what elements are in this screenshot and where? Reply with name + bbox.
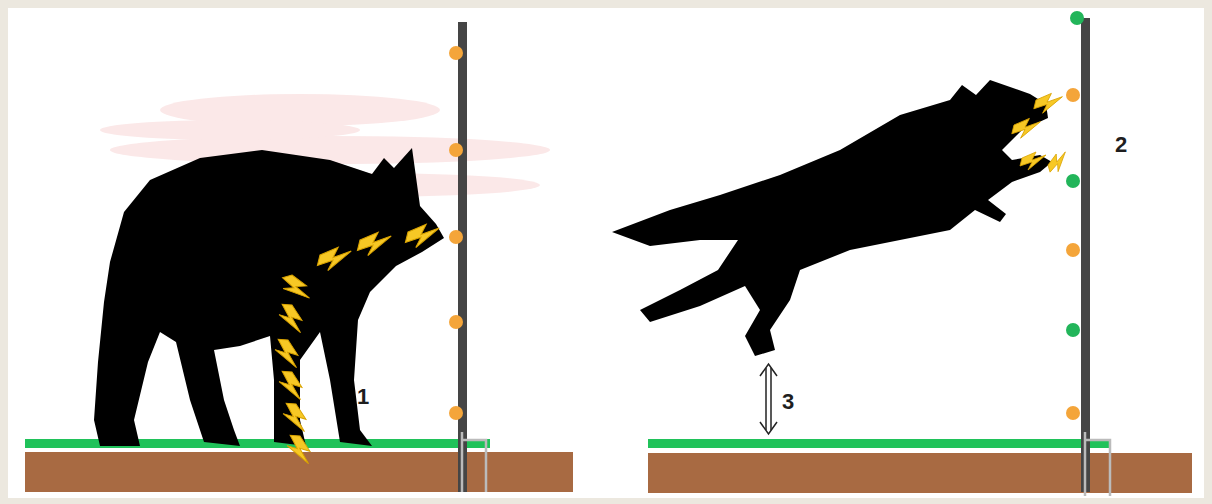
ground-rod — [462, 432, 486, 492]
shock-bolts — [273, 224, 439, 467]
soil — [25, 452, 573, 492]
wolf-silhouette — [612, 80, 1052, 356]
height-arrow — [760, 364, 777, 434]
insulator — [1066, 11, 1084, 420]
grass — [25, 439, 490, 448]
callout-number: 1 — [357, 386, 369, 408]
ground-rod — [1085, 432, 1110, 496]
callout-number: 3 — [782, 391, 794, 413]
callout-number: 2 — [1115, 134, 1127, 156]
insulator — [449, 46, 463, 420]
panel-background — [8, 8, 1204, 498]
wolf-silhouette — [94, 148, 444, 446]
fence-post — [1081, 18, 1090, 492]
fence-post — [458, 22, 467, 492]
grass — [648, 439, 1110, 448]
shock-bolts — [1012, 93, 1072, 175]
